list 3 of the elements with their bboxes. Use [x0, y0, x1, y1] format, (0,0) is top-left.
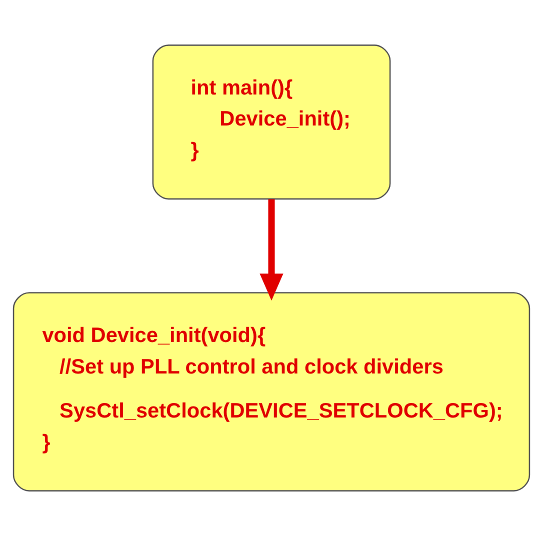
node-box: void Device_init(void){ //Set up PLL control and clock dividers SysCtl_setClock(DEVICE_SETCLOCK_CFG); } [12, 292, 530, 492]
node-box: int main(){ Device_init(); } [152, 44, 391, 200]
arrow [260, 199, 284, 301]
